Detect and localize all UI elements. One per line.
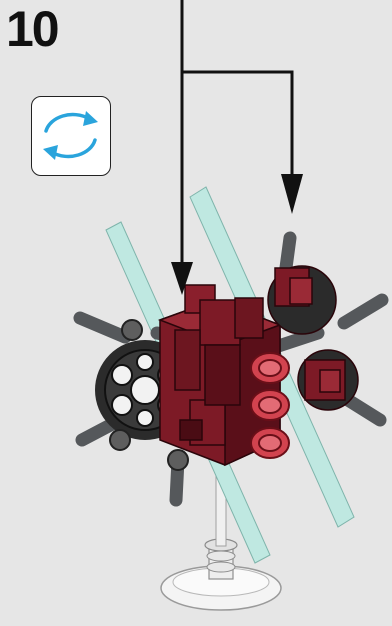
rotate-icon [43,111,98,160]
display-stand [160,469,282,611]
step-number: 10 [6,1,60,57]
right-red-hinge-parts [267,265,359,411]
arrow-down-left-icon [171,262,193,295]
assembly-arrows [171,0,303,295]
trans-red-round-plates [250,352,290,459]
arrow-down-right-icon [281,174,303,214]
dark-red-brick-body [157,284,283,467]
rotate-model-callout [31,96,111,176]
